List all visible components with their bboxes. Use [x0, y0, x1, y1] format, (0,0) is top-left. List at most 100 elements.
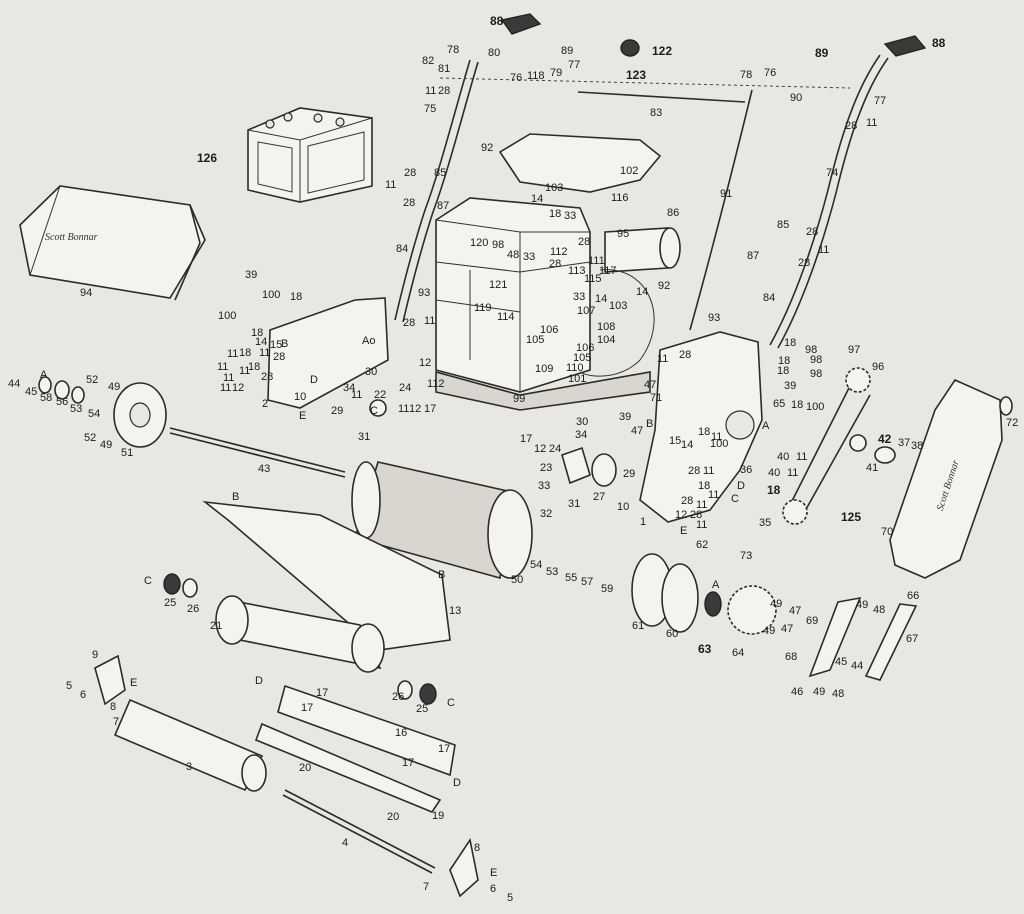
part-label-p38: 38: [911, 440, 924, 452]
part-label-p87a: 87: [437, 200, 450, 212]
right-side-plate-1: [639, 331, 763, 523]
part-label-p92b: 92: [658, 280, 671, 292]
part-label-pC1: C: [370, 405, 378, 417]
part-label-p62: 62: [696, 539, 709, 551]
part-label-p77a: 77: [568, 59, 581, 71]
belt-outline: [579, 269, 655, 377]
engine-box: [435, 197, 591, 393]
part-label-pAo: Ao: [362, 335, 376, 347]
part-label-p9: 9: [92, 649, 99, 661]
part-label-p18b: 18: [290, 291, 303, 303]
part-label-p116: 116: [611, 192, 629, 204]
part-label-p112b: 112: [427, 378, 445, 390]
part-label-p31a: 31: [358, 431, 371, 443]
part-label-p100a: 100: [262, 289, 281, 301]
part-label-p11p: 11: [796, 451, 808, 463]
sprocket-96: [845, 367, 871, 393]
part-label-p77b: 77: [874, 95, 887, 107]
part-label-pA1: A: [40, 369, 48, 381]
part-label-p13: 13: [449, 605, 462, 617]
knob-122: [620, 39, 640, 57]
part-label-p95: 95: [617, 228, 630, 240]
part-label-p28b: 28: [845, 120, 858, 132]
part-label-p25b: 25: [416, 703, 429, 715]
part-label-p28a: 28: [438, 85, 451, 97]
part-label-p48b: 48: [832, 688, 845, 700]
part-label-p73: 73: [740, 550, 753, 562]
part-label-p125: 125: [841, 510, 862, 524]
part-label-p11t: 11: [696, 499, 708, 511]
part-label-p2: 2: [262, 398, 269, 410]
part-label-p60: 60: [666, 628, 679, 640]
part-label-p28i: 28: [403, 317, 416, 329]
part-label-p17d: 17: [301, 702, 314, 714]
part-label-p34b: 34: [575, 429, 588, 441]
part-label-p25a: 25: [164, 597, 177, 609]
part-label-p11o: 11: [711, 431, 723, 443]
part-label-p18h: 18: [777, 365, 790, 377]
part-label-p49f: 49: [813, 686, 826, 698]
part-label-p98d: 98: [810, 368, 823, 380]
part-label-p18e: 18: [239, 347, 252, 359]
part-label-p120: 120: [470, 237, 489, 249]
part-label-p108: 108: [597, 321, 616, 333]
part-label-p14c: 14: [595, 293, 608, 305]
part-label-p7a: 7: [113, 716, 120, 728]
part-label-p11i: 11: [217, 361, 229, 373]
part-label-p85b: 85: [777, 219, 790, 231]
part-label-p101: 101: [568, 373, 587, 385]
part-label-p14d: 14: [255, 336, 268, 348]
part-label-pA2: A: [762, 420, 770, 432]
part-label-p54b: 54: [530, 559, 543, 571]
part-label-pE2: E: [680, 525, 688, 537]
part-label-p14e: 14: [681, 439, 694, 451]
part-label-p11m: 11: [351, 389, 363, 401]
part-label-p118: 118: [527, 70, 545, 82]
part-label-p12d: 12: [534, 443, 547, 455]
part-label-p39a: 39: [245, 269, 258, 281]
part-label-pD1: D: [310, 374, 318, 386]
part-label-p55: 55: [565, 572, 578, 584]
part-label-p34a: 34: [343, 382, 356, 394]
part-label-p7b: 7: [423, 881, 430, 893]
blade-19: [254, 722, 442, 813]
part-label-p28n: 28: [681, 495, 694, 507]
part-label-p17a: 17: [424, 403, 437, 415]
bracket-8: [449, 837, 479, 898]
part-label-p20b: 20: [387, 811, 400, 823]
part-label-p75: 75: [424, 103, 437, 115]
part-label-p11l: 11: [220, 382, 232, 394]
part-label-p49b: 49: [100, 439, 113, 451]
part-label-p18c: 18: [251, 327, 264, 339]
part-label-p11q: 11: [787, 467, 799, 479]
part-label-p30b: 30: [576, 416, 589, 428]
part-label-p33b: 33: [523, 251, 536, 263]
bearing-63: [704, 591, 722, 617]
part-label-p12c: 12: [409, 403, 422, 415]
part-label-pD3: D: [255, 675, 263, 687]
part-label-p53b: 53: [546, 566, 559, 578]
part-label-pA3: A: [712, 579, 720, 591]
part-label-p15a: 15: [270, 339, 283, 351]
grass-plate-13: [202, 500, 451, 651]
dashline: [439, 77, 851, 89]
part-label-p11r: 11: [703, 465, 715, 477]
part-label-pD2: D: [737, 480, 745, 492]
part-label-p45a: 45: [25, 386, 38, 398]
part-label-p106b: 106: [576, 342, 595, 354]
part-label-p103b: 103: [609, 300, 628, 312]
part-label-p14a: 14: [531, 193, 544, 205]
part-label-p33a: 33: [564, 210, 577, 222]
part-label-p113: 113: [568, 265, 586, 277]
part-label-p28c: 28: [404, 167, 417, 179]
bar-83: [577, 91, 746, 103]
part-label-pB3: B: [232, 491, 240, 503]
part-label-pC2: C: [731, 493, 739, 505]
part-label-pB2: B: [646, 418, 654, 430]
part-label-p11d: 11: [818, 244, 830, 256]
part-label-p20a: 20: [299, 762, 312, 774]
part-label-p37: 37: [898, 437, 911, 449]
part-label-p11b: 11: [866, 117, 878, 129]
